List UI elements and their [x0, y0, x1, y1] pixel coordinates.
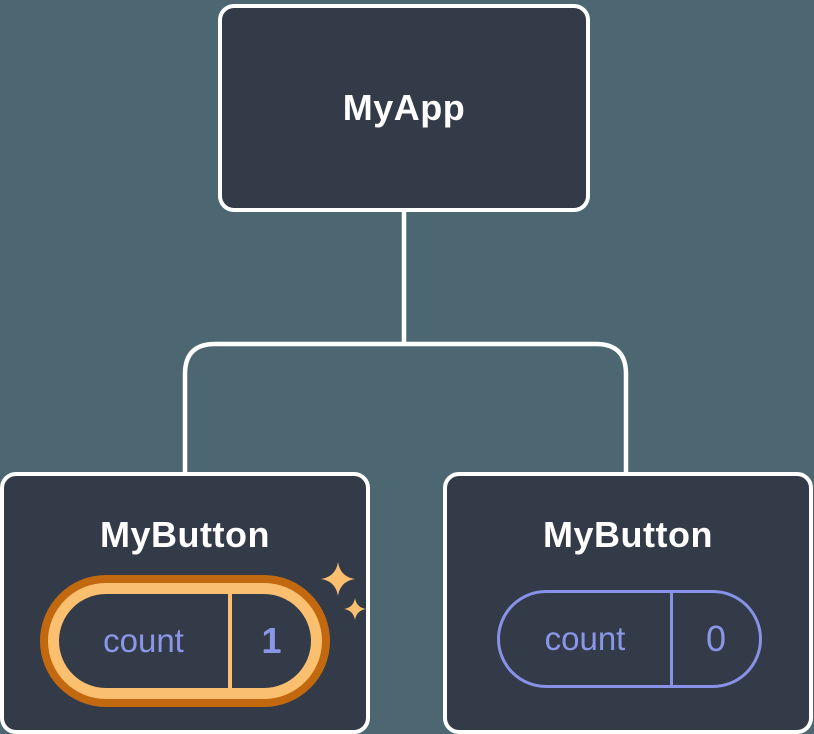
node-mybutton-right: MyButton count 0 — [443, 472, 813, 734]
state-key-label: count — [500, 593, 673, 685]
node-myapp: MyApp — [218, 4, 590, 212]
node-mybutton-left: MyButton count 1 — [0, 472, 370, 734]
state-key-label: count — [59, 594, 232, 688]
state-badge-highlighted: count 1 — [40, 575, 330, 707]
state-value: 0 — [705, 618, 727, 659]
state-badge-inner-ring: count 1 — [48, 583, 322, 699]
node-mybutton-right-label: MyButton — [543, 514, 713, 555]
state-badge-plain: count 0 — [497, 590, 762, 688]
state-value: 1 — [261, 620, 282, 661]
state-badge-body: count 1 — [59, 594, 311, 688]
node-mybutton-left-label: MyButton — [100, 514, 270, 555]
node-myapp-label: MyApp — [342, 87, 466, 128]
sparkles-icon — [321, 562, 367, 621]
